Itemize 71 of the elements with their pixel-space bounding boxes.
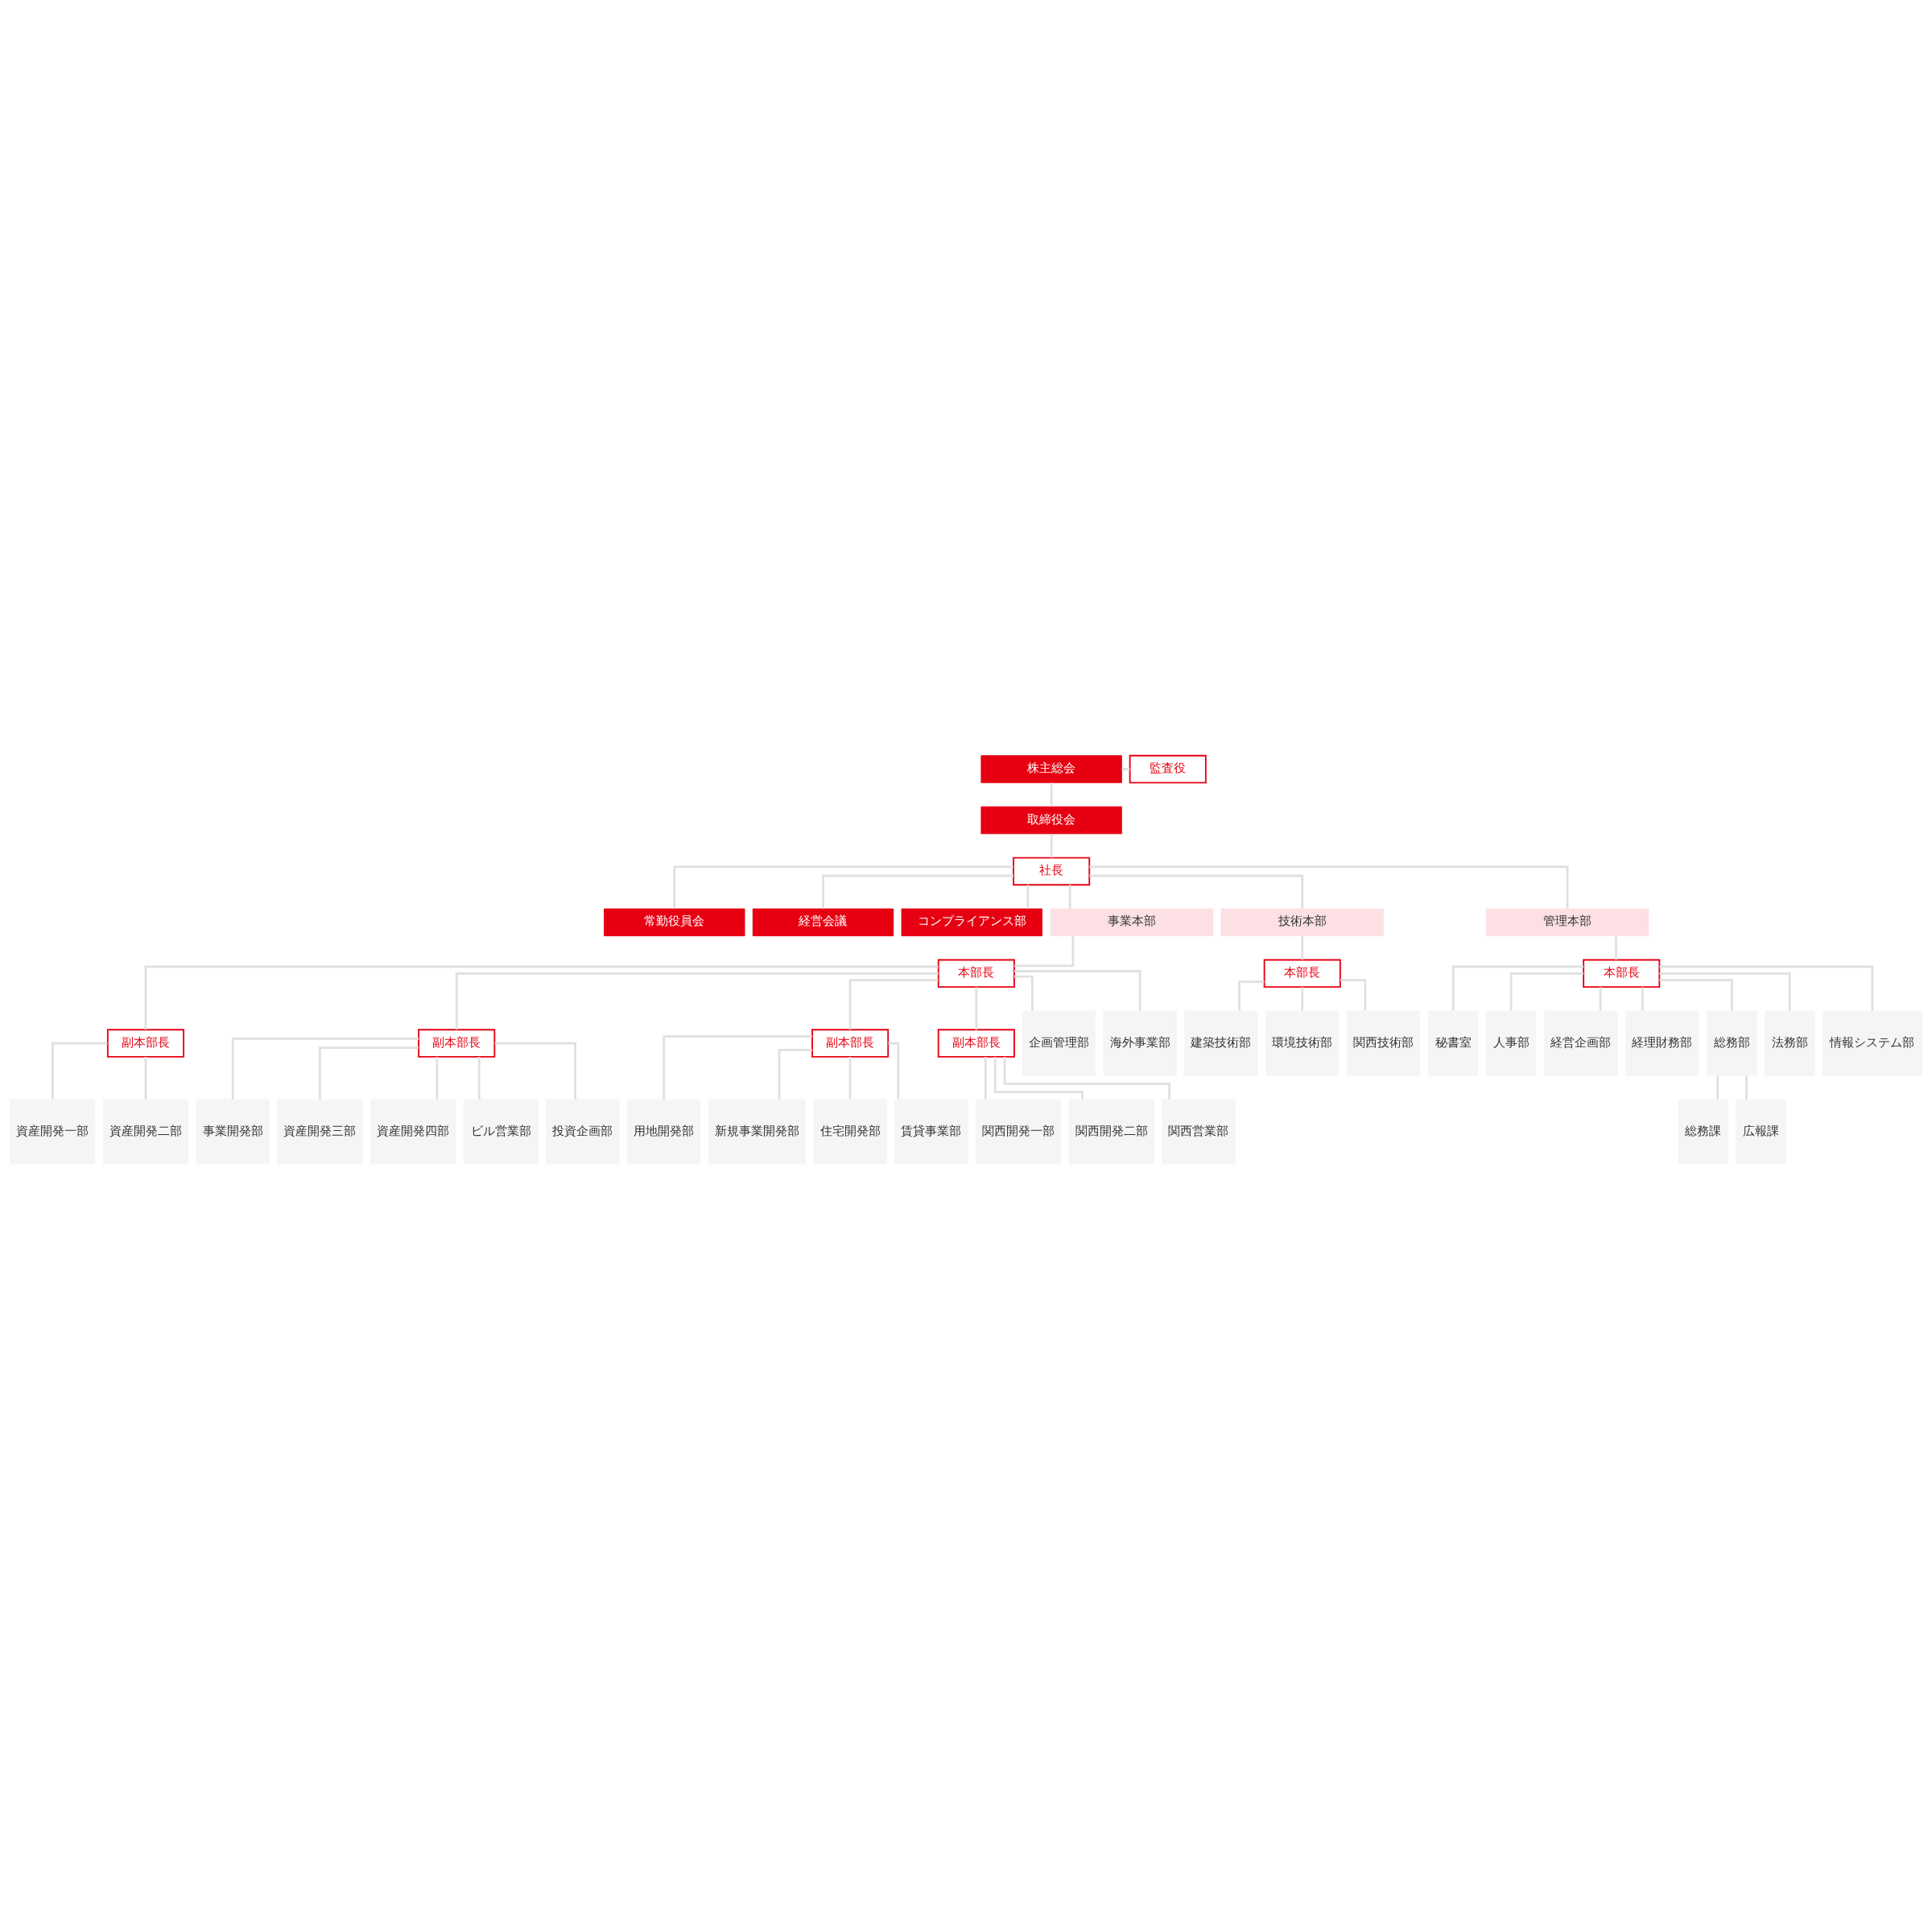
node-box: 広報課 — [1736, 1099, 1787, 1165]
node-box: 関西技術部 — [1346, 1009, 1421, 1076]
node-box: 資産開発三部 — [277, 1099, 363, 1165]
connector — [51, 1042, 108, 1100]
connector — [1089, 865, 1569, 909]
node-box: 企画管理部 — [1022, 1009, 1096, 1076]
node-box: 本部長 — [1263, 959, 1341, 988]
connector — [848, 978, 939, 1030]
node-box: 海外事業部 — [1103, 1009, 1177, 1076]
node-box: 管理本部 — [1485, 908, 1649, 936]
node-box: 副本部長 — [418, 1028, 496, 1058]
connector — [1659, 978, 1733, 1010]
connector — [1013, 975, 1034, 1011]
node-box: 総務部 — [1707, 1009, 1757, 1076]
node-box: 経営企画部 — [1544, 1009, 1618, 1076]
node-box: 人事部 — [1485, 1009, 1537, 1076]
node-box: 常勤役員会 — [604, 908, 745, 936]
node-box: 建築技術部 — [1184, 1009, 1258, 1076]
node-box: ビル営業部 — [463, 1099, 539, 1165]
node-box: 関西営業部 — [1162, 1099, 1236, 1165]
connector — [231, 1037, 419, 1100]
node-box: 法務部 — [1765, 1009, 1815, 1076]
connector — [1659, 965, 1874, 1011]
node-box: 経理財務部 — [1624, 1009, 1699, 1076]
connector — [778, 1048, 812, 1100]
connector — [1509, 972, 1584, 1011]
node-box: 関西開発二部 — [1068, 1099, 1154, 1165]
node-box: 住宅開発部 — [813, 1099, 887, 1165]
node-box: 事業開発部 — [196, 1099, 270, 1165]
connector — [1014, 969, 1141, 1011]
node-box: 本部長 — [937, 959, 1015, 988]
node-box: 投資企画部 — [546, 1099, 620, 1165]
node-box: 本部長 — [1583, 959, 1661, 988]
connector — [1238, 980, 1265, 1011]
connector — [673, 865, 1013, 909]
node-box: 事業本部 — [1050, 908, 1214, 936]
node-box: 社長 — [1013, 856, 1091, 885]
connector — [1340, 978, 1367, 1010]
node-box: 情報システム部 — [1822, 1009, 1922, 1076]
node-box: 資産開発二部 — [102, 1099, 189, 1165]
node-box: 新規事業開発部 — [708, 1099, 807, 1165]
node-box: 環境技術部 — [1265, 1009, 1340, 1076]
node-box: 取締役会 — [980, 806, 1122, 834]
connector — [822, 874, 1013, 909]
connector — [319, 1046, 419, 1100]
node-box: 資産開発一部 — [10, 1099, 96, 1165]
node-box: 経営会議 — [752, 908, 894, 936]
node-box: コンプライアンス部 — [901, 908, 1042, 936]
node-box: 資産開発四部 — [369, 1099, 456, 1165]
connector — [1003, 1056, 1170, 1100]
node-box: 副本部長 — [937, 1028, 1015, 1058]
connector — [888, 1042, 900, 1100]
connector — [455, 972, 939, 1030]
connector — [1089, 874, 1304, 909]
node-box: 関西開発一部 — [975, 1099, 1062, 1165]
node-box: 副本部長 — [811, 1028, 890, 1058]
node-box: 秘書室 — [1428, 1009, 1479, 1076]
node-box: 技術本部 — [1220, 908, 1384, 936]
connector — [144, 965, 939, 1030]
connector — [1659, 972, 1791, 1011]
connector — [1451, 965, 1584, 1011]
connector — [494, 1042, 576, 1100]
connector — [993, 1056, 1084, 1100]
node-box: 監査役 — [1129, 754, 1207, 783]
node-box: 用地開発部 — [627, 1099, 701, 1165]
node-box: 副本部長 — [106, 1028, 184, 1058]
node-box: 総務課 — [1678, 1099, 1729, 1165]
node-box: 賃貸事業部 — [894, 1099, 968, 1165]
connector — [663, 1034, 812, 1100]
node-box: 株主総会 — [980, 754, 1122, 783]
connector — [1013, 935, 1075, 967]
